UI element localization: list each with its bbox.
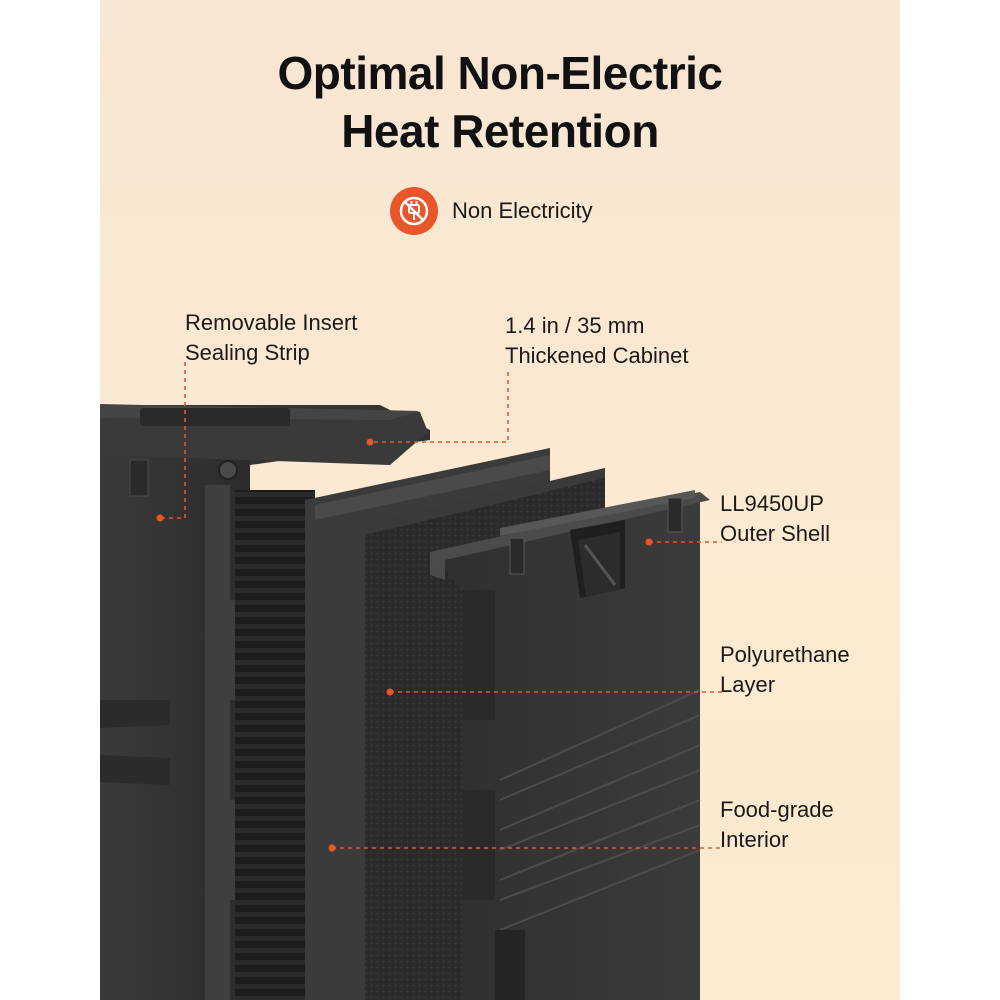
callout-food-grade-interior: Food-grade Interior: [720, 795, 834, 855]
page-title: Optimal Non-Electric Heat Retention: [100, 44, 900, 160]
title-line-2: Heat Retention: [341, 105, 659, 157]
callout-polyurethane-line-1: Polyurethane: [720, 642, 850, 667]
callout-cabinet-line-2: Thickened Cabinet: [505, 343, 689, 368]
callout-leaders: [160, 362, 722, 849]
callout-sealing-line-1: Removable Insert: [185, 310, 358, 335]
title-line-1: Optimal Non-Electric: [277, 47, 723, 99]
product-panel: Optimal Non-Electric Heat Retention Non …: [100, 0, 900, 1000]
callout-outer-shell: LL9450UP Outer Shell: [720, 489, 830, 549]
callout-sealing-line-2: Sealing Strip: [185, 340, 310, 365]
non-electricity-badge: Non Electricity: [390, 186, 593, 236]
cabinet-illustration: [100, 362, 722, 1000]
callout-shell-line-2: Outer Shell: [720, 521, 831, 546]
callout-shell-line-1: LL9450UP: [720, 491, 824, 516]
callout-interior-line-1: Food-grade: [720, 797, 834, 822]
outer-shell: [430, 490, 710, 1000]
badge-label: Non Electricity: [452, 198, 593, 223]
callout-cabinet-line-1: 1.4 in / 35 mm: [505, 313, 645, 338]
callout-polyurethane-layer: Polyurethane Layer: [720, 640, 850, 700]
callout-dots: [156, 438, 653, 852]
callout-interior-line-2: Interior: [720, 827, 789, 852]
no-plug-icon: [390, 187, 438, 235]
callout-thickened-cabinet: 1.4 in / 35 mm Thickened Cabinet: [505, 311, 688, 371]
cabinet-body: [100, 404, 430, 1000]
callout-sealing-strip: Removable Insert Sealing Strip: [185, 308, 357, 368]
callout-polyurethane-line-2: Layer: [720, 672, 776, 697]
